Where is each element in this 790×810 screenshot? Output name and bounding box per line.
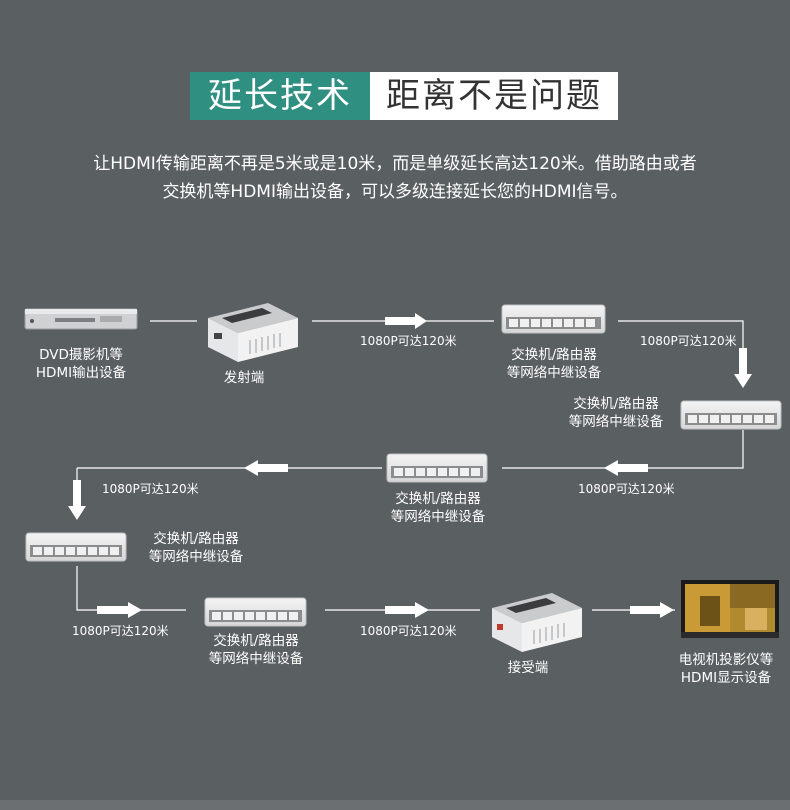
source-label-line1: DVD摄影机等 [39,347,123,363]
distance-label-2: 1080P可达120米 [640,334,737,348]
switch-3-label-line1: 交换机/路由器 [395,491,481,507]
dvd-player-icon [24,308,138,330]
switch-4-label-line2: 等网络中继设备 [148,549,244,565]
switch-2-label-line1: 交换机/路由器 [573,396,659,412]
arrow-down-1 [734,348,752,388]
receiver-icon [492,593,582,652]
arrow-right-4 [630,602,674,618]
arrow-left-1 [604,460,648,476]
bottom-bar [0,800,790,810]
switch-4-label: 交换机/路由器 等网络中继设备 [140,530,252,566]
arrow-down-2 [68,480,86,520]
switch-5-label-line1: 交换机/路由器 [213,633,299,649]
receiver-label: 接受端 [507,660,549,676]
arrow-left-2 [244,460,288,476]
distance-label-1: 1080P可达120米 [360,334,457,348]
switch-icon-4 [25,532,127,562]
arrow-right-2 [97,602,142,618]
arrow-right-1 [385,313,427,329]
display-label: 电视机投影仪等 HDMI显示设备 [664,651,788,687]
switch-1-label-line2: 等网络中继设备 [506,365,602,381]
transmitter-label: 发射端 [223,370,265,386]
switch-2-label: 交换机/路由器 等网络中继设备 [560,395,672,431]
distance-label-3: 1080P可达120米 [578,482,675,496]
switch-5-label-line2: 等网络中继设备 [208,651,304,667]
switch-3-label: 交换机/路由器 等网络中继设备 [382,490,494,526]
switch-4-label-line1: 交换机/路由器 [153,531,239,547]
intro-line-2: 交换机等HDMI输出设备，可以多级连接延长您的HDMI信号。 [162,182,628,202]
switch-icon-5 [204,597,307,627]
display-label-line2: HDMI显示设备 [680,670,772,686]
switch-3-label-line2: 等网络中继设备 [390,509,486,525]
intro-line-1: 让HDMI传输距离不再是5米或是10米，而是单级延长高达120米。借助路由或者 [93,154,697,174]
source-label: DVD摄影机等 HDMI输出设备 [25,346,137,382]
arrow-right-3 [385,602,429,618]
tv-icon [681,580,779,638]
line-sw1-sw2 [618,320,744,350]
switch-icon-1 [501,304,606,334]
switch-2-label-line2: 等网络中继设备 [568,414,664,430]
switch-1-label: 交换机/路由器 等网络中继设备 [498,346,610,382]
switch-icon-2 [680,400,782,430]
transmitter-icon [208,303,298,362]
distance-label-6: 1080P可达120米 [360,624,457,638]
title-left: 延长技术 [190,72,370,120]
section-title: 延长技术 距离不是问题 [190,72,618,120]
switch-5-label: 交换机/路由器 等网络中继设备 [200,632,312,668]
switch-1-label-line1: 交换机/路由器 [511,347,597,363]
distance-label-4: 1080P可达120米 [102,482,199,496]
line-sw4-sw5 [76,566,186,611]
source-label-line2: HDMI输出设备 [35,365,127,381]
line-sw2-sw3 [502,430,744,469]
switch-icon-3 [386,453,488,483]
title-right: 距离不是问题 [370,72,618,120]
distance-label-5: 1080P可达120米 [72,624,169,638]
display-label-line1: 电视机投影仪等 [678,652,774,668]
